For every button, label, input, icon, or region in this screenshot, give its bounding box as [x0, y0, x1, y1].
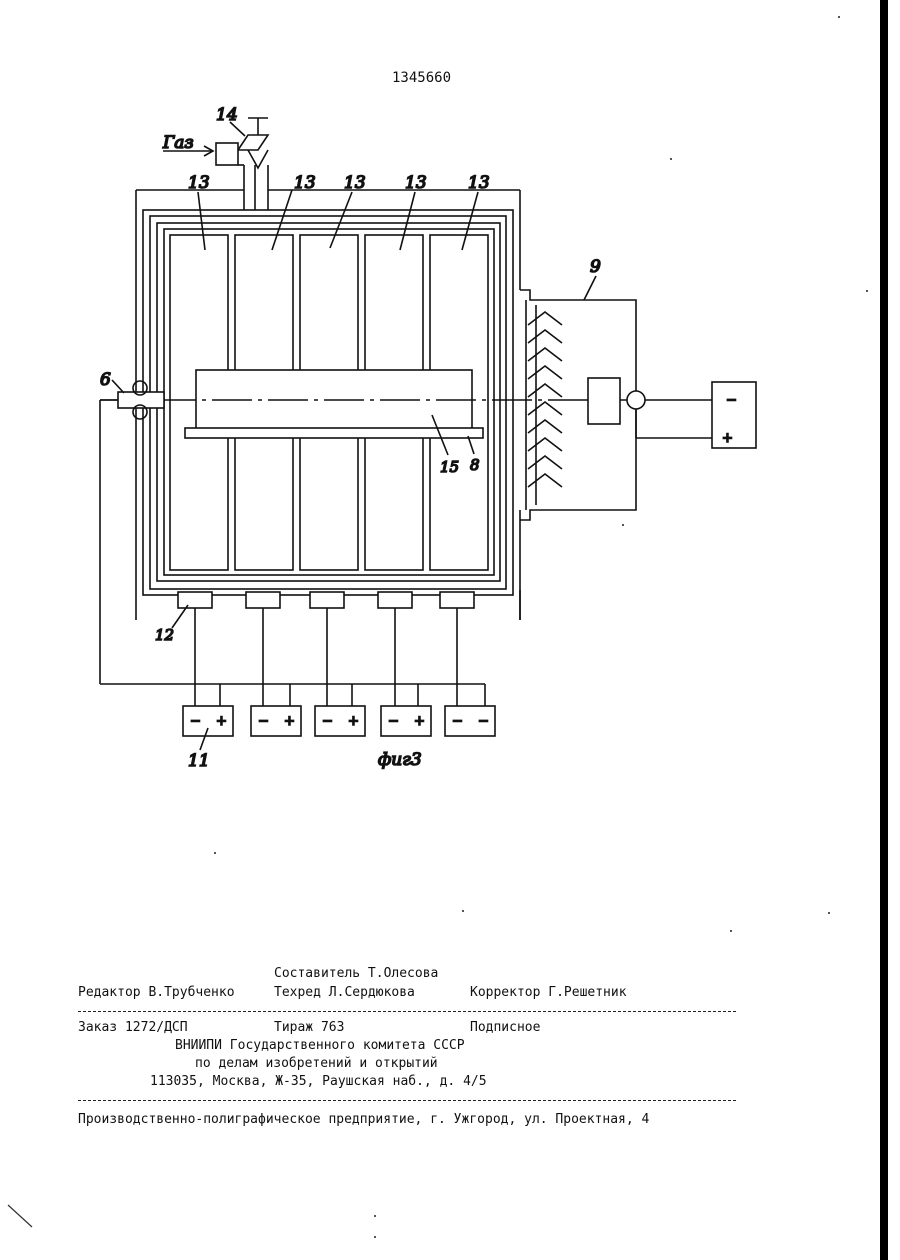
right-battery: − +	[712, 382, 756, 448]
printer: Производственно-полиграфическое предприя…	[78, 1112, 649, 1128]
patent-figure-diagram: Газ 14 13 13 13 13 13	[0, 0, 900, 800]
divider	[78, 1011, 736, 1012]
battery-plus: +	[216, 714, 227, 729]
battery-plus: +	[284, 714, 295, 729]
compiler: Составитель Т.Олесова	[274, 966, 438, 982]
valve-label-14: 14	[216, 105, 238, 125]
corrector: Корректор Г.Решетник	[470, 985, 627, 1001]
cell-label: 13	[344, 173, 366, 193]
scan-speck	[374, 1215, 376, 1217]
scan-speck	[866, 290, 868, 292]
divider	[78, 1100, 736, 1101]
bottom-contacts	[178, 592, 474, 708]
editor: Редактор В.Трубченко	[78, 985, 235, 1001]
scan-speck	[838, 16, 840, 18]
scan-speck	[374, 1236, 376, 1238]
scan-speck	[214, 852, 216, 854]
order-number: Заказ 1272/ДСП	[78, 1020, 188, 1036]
battery-plus: +	[414, 714, 425, 729]
battery-plus: +	[722, 431, 733, 446]
rod-label-8: 8	[470, 456, 480, 474]
battery-row: − + − + − + − + − −	[100, 684, 495, 736]
circulation: Тираж 763	[274, 1020, 344, 1036]
chamber-label-9: 9	[590, 257, 601, 277]
gas-valve	[163, 118, 268, 210]
cell-label: 13	[405, 173, 427, 193]
battery-minus: −	[258, 714, 269, 729]
battery-minus: −	[726, 393, 737, 408]
techred: Техред Л.Сердюкова	[274, 985, 415, 1001]
organization-line-1: ВНИИПИ Государственного комитета СССР	[175, 1038, 465, 1054]
scan-speck	[828, 912, 830, 914]
subscription: Подписное	[470, 1020, 540, 1036]
gas-label: Газ	[162, 133, 194, 153]
contact-label-6: 6	[100, 370, 111, 390]
cell-label: 13	[294, 173, 316, 193]
address: 113035, Москва, Ж-35, Раушская наб., д. …	[150, 1074, 487, 1090]
cell-label: 13	[188, 173, 210, 193]
cell-labels: 13 13 13 13 13	[188, 173, 490, 250]
battery-minus: −	[388, 714, 399, 729]
scan-mark	[0, 1195, 40, 1245]
cell-label: 13	[468, 173, 490, 193]
scan-speck	[622, 524, 624, 526]
contact-label-12: 12	[155, 626, 174, 644]
figure-caption: фиг3	[378, 750, 422, 770]
scan-speck	[462, 910, 464, 912]
battery-minus: −	[452, 714, 463, 729]
scan-speck	[670, 158, 672, 160]
battery-minus: −	[190, 714, 201, 729]
battery-plus: +	[348, 714, 359, 729]
chamber	[520, 290, 712, 520]
scan-speck	[730, 930, 732, 932]
substrate-bar	[100, 370, 630, 438]
organization-line-2: по делам изобретений и открытий	[195, 1056, 438, 1072]
battery-minus: −	[322, 714, 333, 729]
scan-edge	[880, 0, 888, 1260]
battery-label-11: 11	[188, 751, 210, 771]
bar-label-15: 15	[440, 458, 459, 476]
battery-minus: −	[478, 714, 489, 729]
